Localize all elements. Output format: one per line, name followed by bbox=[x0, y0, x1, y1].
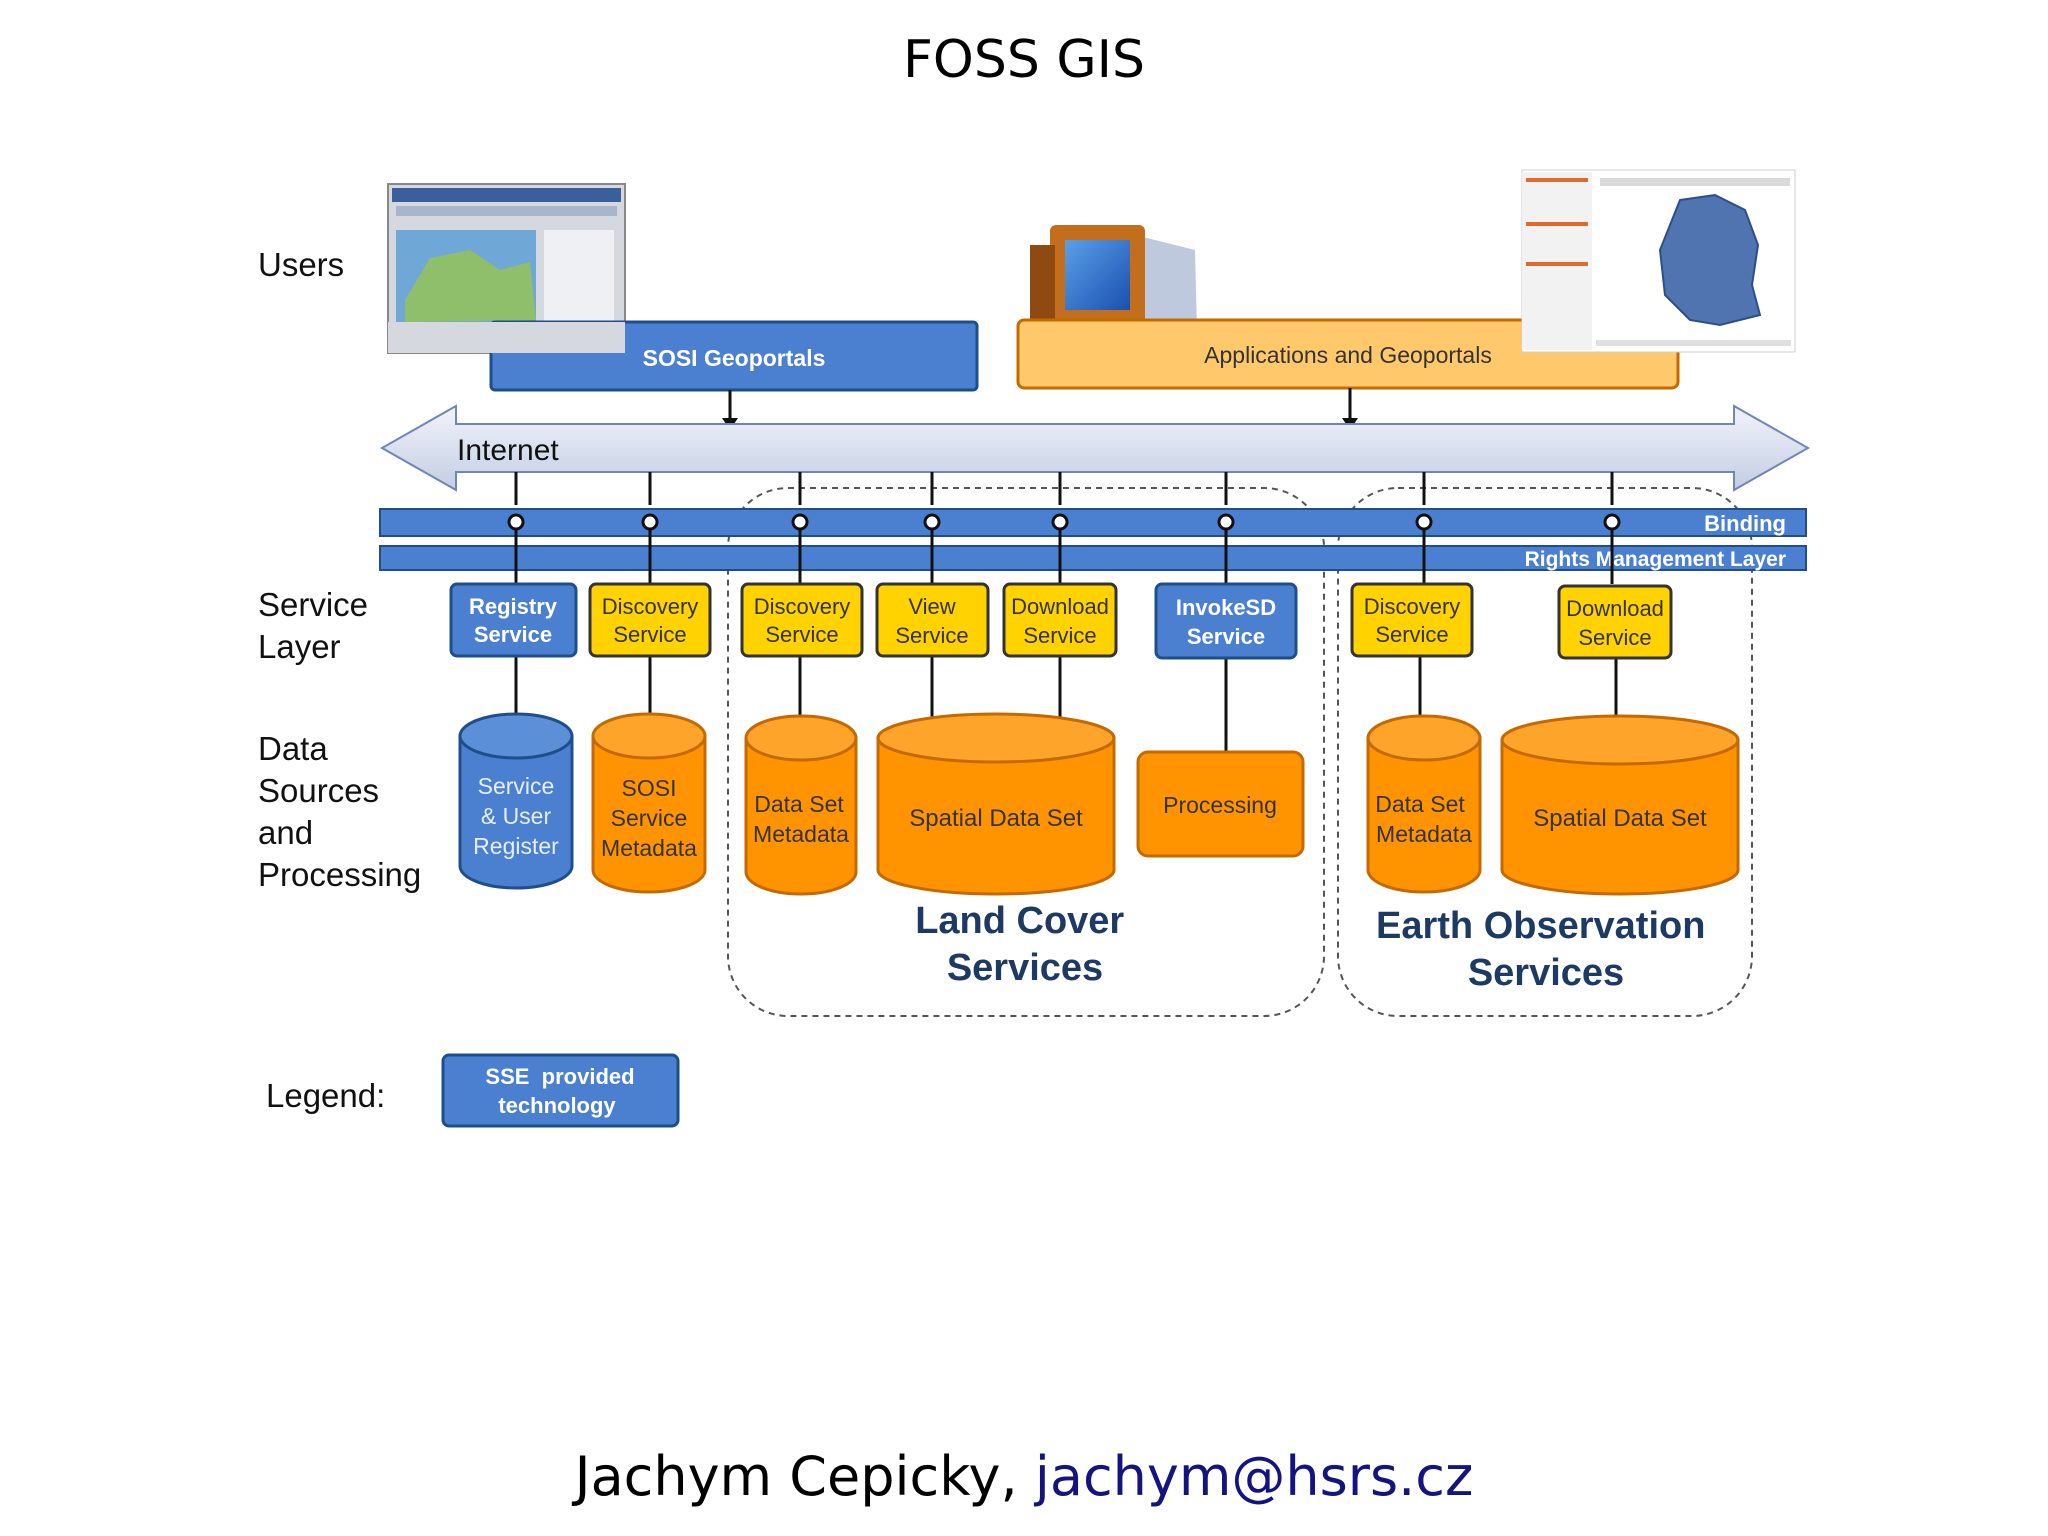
svg-text:technology: technology bbox=[498, 1093, 616, 1118]
applications-geoportals-box bbox=[1016, 318, 1680, 390]
svg-text:Download: Download bbox=[1566, 596, 1664, 621]
svg-text:SSE provided: SSE provided bbox=[485, 1064, 634, 1089]
legend-sse-box: SSE provided technology bbox=[441, 1053, 680, 1128]
rights-management-bar bbox=[379, 545, 1807, 571]
service-registry: Registry Service bbox=[449, 582, 578, 658]
svg-text:Service: Service bbox=[1187, 624, 1265, 649]
svg-text:Service: Service bbox=[611, 805, 688, 831]
processing-box: Processing bbox=[1136, 750, 1305, 858]
svg-text:Data Set: Data Set bbox=[754, 791, 844, 817]
service-download-land-cover: Download Service bbox=[1002, 582, 1118, 658]
row-label-users: Users bbox=[258, 246, 344, 283]
land-cover-group bbox=[727, 487, 1325, 1017]
service-discovery-sosi: Discovery Service bbox=[588, 582, 712, 658]
svg-text:Download: Download bbox=[1011, 594, 1109, 619]
computer-icon bbox=[1030, 225, 1197, 345]
slide-title: FOSS GIS bbox=[902, 30, 1146, 90]
binding-circles bbox=[507, 513, 1621, 531]
cylinder-land-cover-metadata: Data Set Metadata bbox=[744, 714, 858, 896]
internet-label: Internet bbox=[457, 434, 559, 467]
map-screenshot bbox=[1521, 169, 1796, 353]
svg-text:View: View bbox=[908, 594, 955, 619]
svg-text:Service: Service bbox=[895, 623, 968, 648]
service-download-earth-obs: Download Service bbox=[1557, 584, 1673, 660]
row-label-data-sources: Data Sources and Processing bbox=[258, 730, 421, 893]
svg-text:& User: & User bbox=[481, 803, 552, 829]
service-invokesd: InvokeSD Service bbox=[1154, 582, 1298, 660]
rights-management-label: Rights Management Layer bbox=[1525, 548, 1786, 571]
svg-text:Registry: Registry bbox=[469, 594, 558, 619]
cylinder-earth-obs-spatial: Spatial Data Set bbox=[1500, 714, 1740, 896]
service-view: View Service bbox=[875, 582, 990, 658]
service-discovery-earth-obs: Discovery Service bbox=[1350, 582, 1474, 658]
svg-text:Discovery: Discovery bbox=[754, 594, 851, 619]
svg-text:Service: Service bbox=[478, 773, 555, 799]
svg-text:Service: Service bbox=[765, 622, 838, 647]
svg-text:Service: Service bbox=[1578, 625, 1651, 650]
footer-author: Jachym Cepicky, bbox=[574, 1445, 1018, 1508]
svg-text:Metadata: Metadata bbox=[601, 835, 697, 861]
svg-text:Data Set: Data Set bbox=[1375, 791, 1465, 817]
internet-arrow bbox=[379, 404, 1811, 492]
svg-text:Service: Service bbox=[1023, 623, 1096, 648]
applications-geoportals-label: Applications and Geoportals bbox=[1204, 342, 1492, 368]
row-label-service-layer: Service Layer bbox=[258, 586, 377, 665]
earth-observation-title: Earth Observation Services bbox=[1376, 905, 1716, 994]
service-discovery-land-cover: Discovery Service bbox=[740, 582, 864, 658]
land-cover-title: Land Cover Services bbox=[915, 900, 1135, 989]
svg-text:Processing: Processing bbox=[1163, 792, 1277, 818]
footer: Jachym Cepicky, jachym@hsrs.cz bbox=[0, 1445, 2048, 1508]
row-label-legend: Legend: bbox=[266, 1077, 385, 1114]
svg-text:Service: Service bbox=[613, 622, 686, 647]
svg-text:SOSI: SOSI bbox=[622, 775, 677, 801]
binding-label: Binding bbox=[1704, 511, 1786, 536]
binding-bar bbox=[379, 508, 1807, 537]
svg-text:Discovery: Discovery bbox=[1364, 594, 1461, 619]
svg-text:InvokeSD: InvokeSD bbox=[1176, 595, 1276, 620]
svg-text:Metadata: Metadata bbox=[753, 821, 849, 847]
cylinder-service-user-register: Service & User Register bbox=[458, 712, 574, 890]
cylinder-sosi-service-metadata: SOSI Service Metadata bbox=[591, 712, 707, 894]
svg-text:Spatial Data Set: Spatial Data Set bbox=[909, 805, 1083, 832]
svg-text:Metadata: Metadata bbox=[1376, 821, 1472, 847]
cylinder-land-cover-spatial: Spatial Data Set bbox=[876, 712, 1116, 896]
cylinder-earth-obs-metadata: Data Set Metadata bbox=[1366, 714, 1482, 894]
svg-text:Register: Register bbox=[473, 833, 559, 859]
svg-text:Service: Service bbox=[474, 622, 552, 647]
svg-text:Service: Service bbox=[1375, 622, 1448, 647]
svg-text:Spatial Data Set: Spatial Data Set bbox=[1533, 805, 1707, 832]
sosi-geoportals-label: SOSI Geoportals bbox=[643, 345, 826, 371]
footer-email[interactable]: jachym@hsrs.cz bbox=[1034, 1445, 1474, 1508]
svg-text:Discovery: Discovery bbox=[602, 594, 699, 619]
earth-observation-group bbox=[1337, 487, 1753, 1017]
